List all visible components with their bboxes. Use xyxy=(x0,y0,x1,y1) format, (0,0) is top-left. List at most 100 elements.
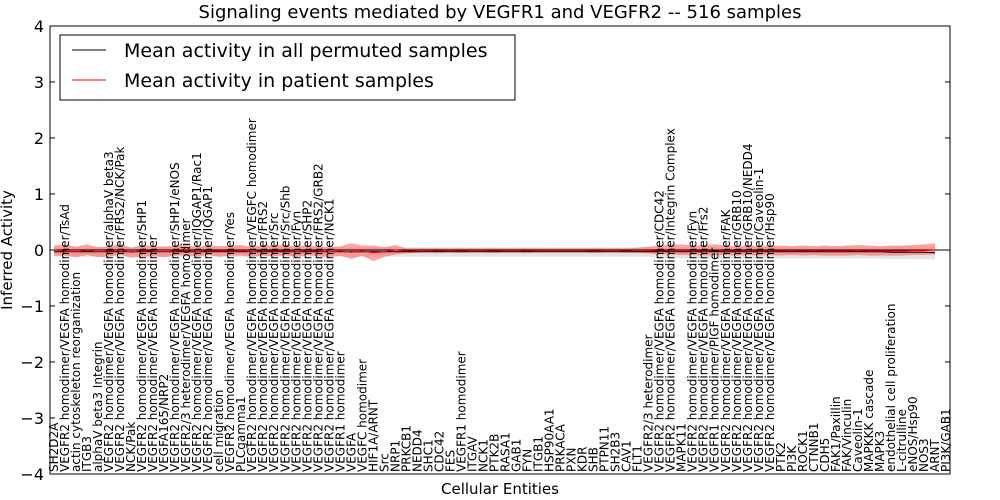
entity-label: endothelial cell proliferation xyxy=(884,304,898,472)
y-tick-label: −1 xyxy=(20,297,44,316)
entity-label: CDH5 xyxy=(818,438,832,472)
entity-label: VEGFR2 homodimer/VEGFA homodimer/VEGFC h… xyxy=(245,118,259,472)
entity-label: FAK/Vinculin xyxy=(840,399,854,472)
entity-label: CTNNB1 xyxy=(807,422,821,472)
legend: Mean activity in all permuted samples Me… xyxy=(59,34,516,101)
entity-label: VEGFR2 homodimer/VEGFA homodimer/Fyn xyxy=(686,211,700,472)
entity-label: VEGFR1 homodimer/PlGF homodimer xyxy=(708,248,722,472)
entity-label: ARNT xyxy=(928,438,942,472)
entity-label: Caveolin-1 xyxy=(851,408,865,472)
entity-label: VEGFR2 homodimer/VEGFA homodimer/TsAd xyxy=(58,204,72,472)
entity-label: MAPKKK cascade xyxy=(862,370,876,472)
entity-label: VEGFR2 homodimer/VEGFA homodimer/CDC42 xyxy=(653,190,667,472)
entity-label: PTPN11 xyxy=(598,426,612,472)
y-tick-label: 3 xyxy=(34,73,44,92)
entity-label: NCK/Pak xyxy=(124,422,138,472)
entity-label: VEGFA165/NRP2 xyxy=(157,374,171,472)
entity-label: FES xyxy=(443,450,457,472)
y-tick-label: 2 xyxy=(34,129,44,148)
entity-label: VEGFR2 homodimer/VEGFA homodimer/alphaV … xyxy=(102,151,116,472)
entity-label: ITGB1 xyxy=(532,436,546,472)
y-axis: 4 3 2 1 0 −1 −2 −3 −4 xyxy=(20,17,950,484)
y-axis-label: Inferred Activity xyxy=(0,190,16,310)
entity-label: VEGFR2 homodimer/VEGFA homodimer/Fyn xyxy=(289,211,303,472)
entity-label: VEGFC homodimer xyxy=(355,359,369,472)
entity-label: VEGFR2 homodimer/VEGFA homodimer/Yes xyxy=(223,212,237,472)
entity-label: VEGFR2 homodimer/VEGFA homodimer/GRB10/N… xyxy=(741,143,755,472)
y-tick-label: 0 xyxy=(34,241,44,260)
entity-label: VEGFR2/3 heterodimer/VEGFA homodimer xyxy=(179,219,193,472)
entity-label: PXN xyxy=(565,448,579,472)
entity-label: SHC1 xyxy=(421,439,435,472)
entity-label: CAV1 xyxy=(620,440,634,472)
entity-label: GAB1 xyxy=(510,439,524,472)
entity-label: VEGFR2 homodimer/VEGFA homodimer/Hsp90 xyxy=(763,193,777,472)
y-tick-label: −3 xyxy=(20,409,44,428)
entity-label: SH2B3 xyxy=(609,432,623,472)
entity-label: VEGFR2/3 heterodimer xyxy=(642,334,656,472)
entity-label: VEGFR2 homodimer/VEGFA homodimer/FRS2 xyxy=(256,201,270,472)
entity-label: ROCK1 xyxy=(796,430,810,472)
entity-label: HIF1A/ARNT xyxy=(366,399,380,472)
entity-label: VEGFR2 homodimer/VEGFA homodimer xyxy=(146,235,160,472)
entity-label: PTK2 xyxy=(774,442,788,472)
entity-label: VEGFA xyxy=(344,432,358,472)
entity-label: NRP1 xyxy=(388,440,402,472)
legend-box xyxy=(59,34,516,101)
entity-label: VEGFR2 homodimer/VEGFA homodimer/GRB10 xyxy=(730,190,744,472)
entity-label: VEGFR2 homodimer/VEGFA homodimer/FRS2/GR… xyxy=(311,163,325,472)
entity-label: FLT1 xyxy=(631,445,645,472)
legend-label-patient: Mean activity in patient samples xyxy=(124,70,434,92)
entity-label: actin cytoskeleton reorganization xyxy=(69,272,83,472)
entity-label: VEGFR1 homodimer xyxy=(455,351,469,472)
legend-label-permuted: Mean activity in all permuted samples xyxy=(124,40,487,62)
entity-label: PI3K xyxy=(785,445,799,472)
entity-label: alphaV beta3 Integrin xyxy=(91,341,105,472)
entity-label: HSP90AA1 xyxy=(543,408,557,472)
y-tick-label: 1 xyxy=(34,185,44,204)
entity-label: MAPK3 xyxy=(873,431,887,472)
entity-label: VEGFR2 homodimer/VEGFA homodimer/Src xyxy=(267,212,281,472)
entity-label: VEGFR2 homodimer/VEGFA homodimer/FAK xyxy=(719,208,733,472)
entity-label: CDC42 xyxy=(432,431,446,472)
x-axis-label: Cellular Entities xyxy=(441,480,559,498)
entity-label: VEGFR2 homodimer/VEGFA homodimer/FRS2/NC… xyxy=(113,146,127,472)
entity-label: FAK1/Paxillin xyxy=(829,396,843,472)
entity-label: VEGFR2 homodimer/VEGFA homodimer/Caveoli… xyxy=(752,168,766,472)
y-tick-label: 4 xyxy=(34,17,44,36)
entity-label: VEGFR2 homodimer/VEGFA homodimer/Src/Shb xyxy=(278,186,292,472)
entity-label: ITGB3 xyxy=(80,436,94,472)
entity-label: MAPK11 xyxy=(675,423,689,472)
entity-label: ITGAV xyxy=(466,435,480,472)
entity-label: eNOS/Hsp90 xyxy=(906,396,920,472)
entity-label: VEGFR2 homodimer/VEGFA homodimer/NCK1 xyxy=(322,198,336,472)
patient-mean-line xyxy=(53,249,936,254)
y-tick-label: −2 xyxy=(20,353,44,372)
entity-label: VEGFR2 homodimer/VEGFA homodimer/SHP1 xyxy=(135,200,149,472)
entity-label: VEGFR2 homodimer/VEGFA homodimer/Integri… xyxy=(664,128,678,472)
entity-label: PRKACA xyxy=(554,423,568,472)
entity-label: SHB xyxy=(587,447,601,472)
entity-label: NOS3 xyxy=(917,438,931,472)
entity-label: PRKCB1 xyxy=(399,425,413,472)
y-tick-label: −4 xyxy=(20,465,44,484)
entity-label: Src xyxy=(377,453,391,472)
entity-label: VEGFR1 homodimer xyxy=(333,351,347,472)
entity-label: VEGFR2 homodimer/VEGFA homodimer/SHP2 xyxy=(300,200,314,472)
entity-label: VEGFR2 homodimer/VEGFA homodimer/SHP1/eN… xyxy=(168,162,182,472)
entity-label: cell migration xyxy=(212,390,226,472)
entity-label: NCK1 xyxy=(477,439,491,472)
entity-label: FYN xyxy=(521,449,535,472)
entity-label: L-citrulline xyxy=(895,409,909,472)
entity-label: KDR xyxy=(576,447,590,472)
entity-label: NEDD4 xyxy=(410,429,424,472)
entity-label: RASA1 xyxy=(499,432,513,472)
entity-label: VEGFR2 homodimer/VEGFA homodimer/Frs2 xyxy=(697,207,711,473)
entity-label: VEGFR2 homodimer/VEGFA homodimer/IQGAP1/… xyxy=(190,152,204,472)
entity-label: PLCgamma1 xyxy=(234,396,248,472)
entity-label: PTK2B xyxy=(488,434,502,472)
entity-label: VEGFR2 homodimer/VEGFA homodimer/IQGAP1 xyxy=(201,186,215,472)
series-layer xyxy=(50,249,950,254)
